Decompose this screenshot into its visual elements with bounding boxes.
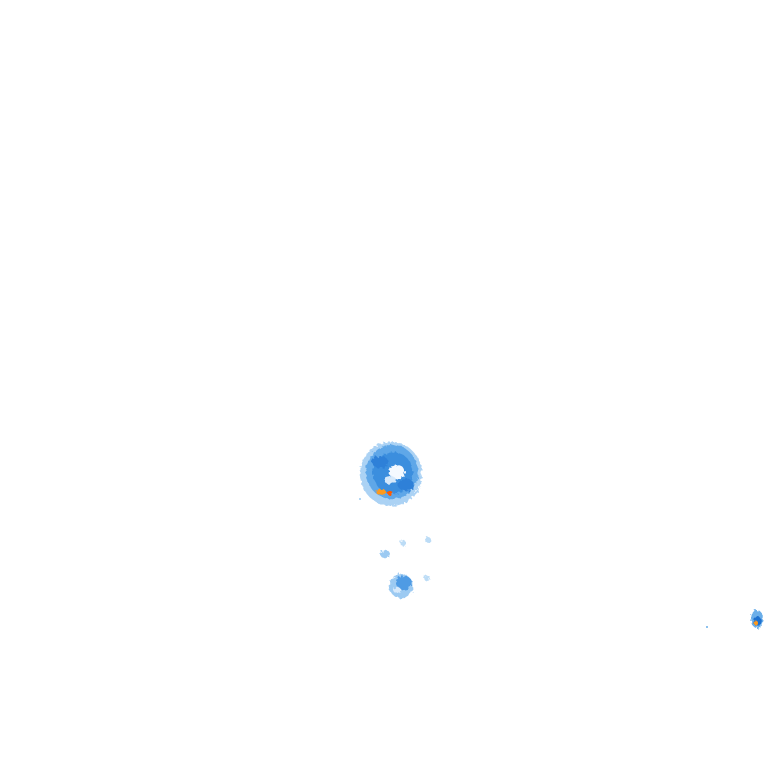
rain-speck [359,498,361,500]
small-shower-cell [389,574,413,598]
main-storm-cell [360,442,422,506]
rain-speck [706,626,708,628]
scattered-shower-cells [380,537,431,581]
edge-storm-cell [751,610,763,628]
